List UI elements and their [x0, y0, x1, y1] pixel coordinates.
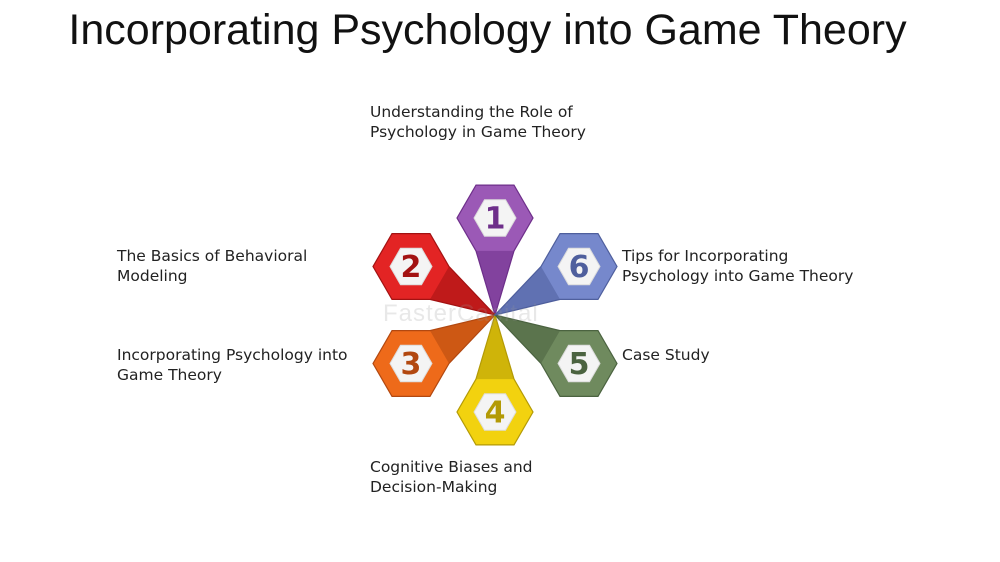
petal-2: 2 — [372, 233, 497, 317]
petal-4-shade — [476, 315, 514, 380]
item-label-4: Cognitive Biases and Decision-Making — [370, 457, 533, 497]
page-title: Incorporating Psychology into Game Theor… — [68, 6, 907, 54]
item-label-4-line-1: Cognitive Biases and — [370, 458, 533, 476]
petal-5-number: 5 — [569, 347, 590, 382]
item-label-1-line-1: Understanding the Role of — [370, 103, 573, 121]
petal-2-number: 2 — [401, 250, 422, 285]
petal-6: 6 — [493, 233, 618, 317]
item-label-1-line-2: Psychology in Game Theory — [370, 123, 586, 141]
petal-1-number: 1 — [485, 201, 506, 236]
item-label-3-line-2: Game Theory — [117, 366, 222, 384]
item-label-6-line-1: Tips for Incorporating — [622, 247, 789, 265]
petal-3-number: 3 — [401, 347, 422, 382]
item-label-1: Understanding the Role of Psychology in … — [370, 102, 586, 142]
petal-2-shade — [430, 266, 495, 315]
petal-2-badge — [389, 247, 433, 286]
item-label-2-line-1: The Basics of Behavioral — [117, 247, 308, 265]
petal-1-shade — [476, 250, 514, 315]
petal-1-badge — [473, 199, 517, 237]
petal-3: 3 — [372, 313, 497, 397]
item-label-5-line-1: Case Study — [622, 346, 710, 364]
item-label-4-line-2: Decision-Making — [370, 478, 498, 496]
item-label-3: Incorporating Psychology into Game Theor… — [117, 345, 348, 385]
petal-4: 4 — [456, 312, 534, 446]
petal-5-shade — [495, 315, 560, 364]
petal-6-shade — [495, 266, 560, 315]
petal-4-number: 4 — [485, 395, 506, 430]
item-label-3-line-1: Incorporating Psychology into — [117, 346, 348, 364]
watermark: FasterCapital — [383, 300, 539, 327]
petal-5: 5 — [493, 313, 618, 397]
item-label-6-line-2: Psychology into Game Theory — [622, 267, 854, 285]
item-label-2: The Basics of Behavioral Modeling — [117, 246, 307, 286]
petal-1: 1 — [456, 184, 534, 318]
petal-3-badge — [389, 344, 433, 383]
item-label-2-line-2: Modeling — [117, 267, 188, 285]
item-label-5: Case Study — [622, 345, 710, 365]
petal-6-badge — [557, 247, 601, 286]
item-label-6: Tips for Incorporating Psychology into G… — [622, 246, 853, 286]
petal-4-badge — [473, 393, 517, 431]
petal-5-badge — [557, 344, 601, 383]
petal-6-number: 6 — [569, 250, 590, 285]
petal-3-shade — [430, 315, 495, 364]
